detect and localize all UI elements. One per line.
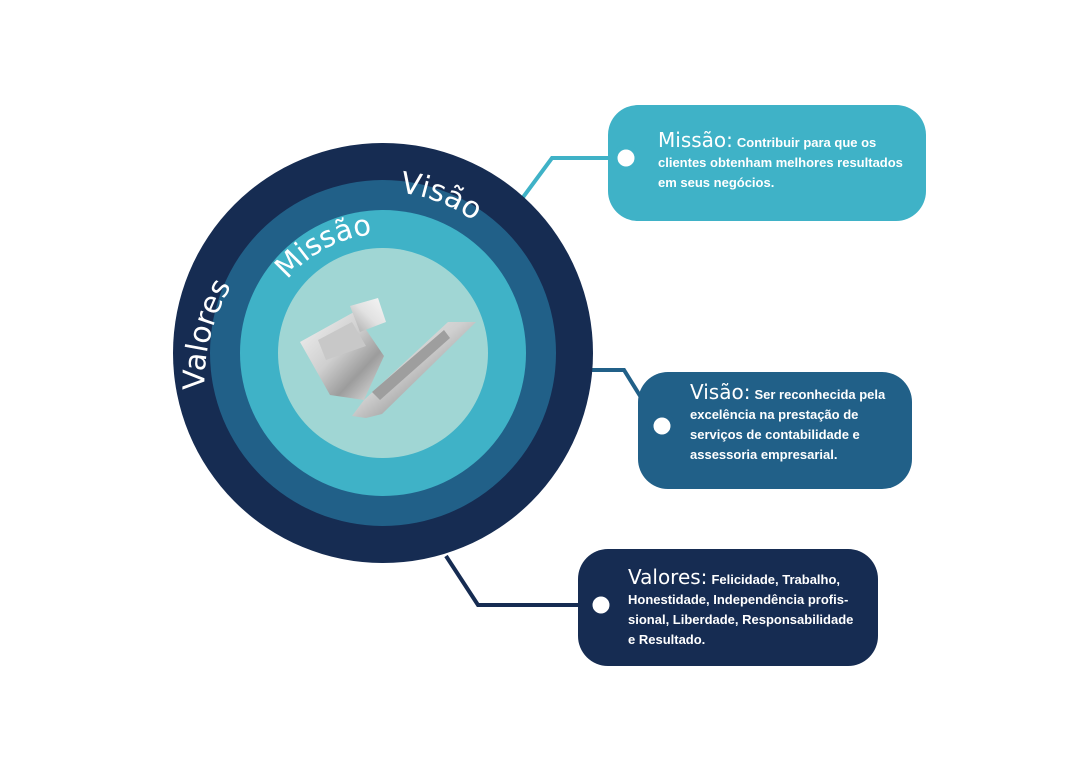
card-missao-text: Contribuir para que os clientes obtenham… <box>658 135 903 190</box>
card-visao-title: Visão: <box>690 380 751 404</box>
card-valores: Valores:Felicidade, Trabalho, Honestidad… <box>578 549 878 666</box>
connector-valores <box>444 554 601 607</box>
card-missao: Missão:Contribuir para que os clientes o… <box>608 105 926 221</box>
card-missao-title: Missão: <box>658 128 733 152</box>
card-valores-title: Valores: <box>628 565 708 589</box>
core-circle <box>278 248 488 458</box>
checkmark-logo-icon <box>300 298 476 418</box>
card-valores-text: Felicidade, Trabalho, Honestidade, Indep… <box>628 572 854 647</box>
card-visao: Visão:Ser reconhecida pela excelência na… <box>638 372 912 489</box>
card-visao-text: Ser reconhecida pela excelência na prest… <box>690 387 886 462</box>
